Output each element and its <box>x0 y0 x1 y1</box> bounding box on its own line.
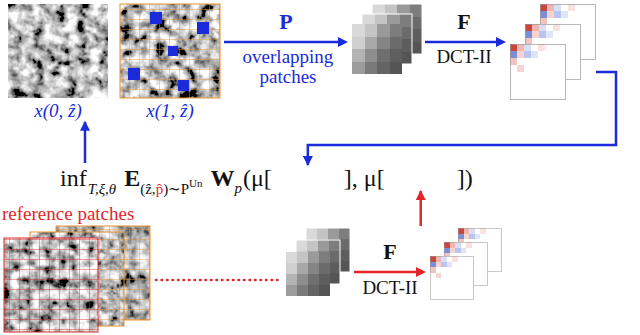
patch-grid-image <box>128 68 140 80</box>
formula-part: (μ[ <box>243 165 272 191</box>
dct-stack <box>510 44 566 100</box>
patch-stack <box>352 24 402 74</box>
reference-stack <box>4 226 150 332</box>
image-node: x(0, ẑ) <box>6 4 110 122</box>
dct-stack <box>510 4 596 100</box>
patch-grid-image <box>150 12 162 24</box>
reference-label: reference patches <box>2 203 152 225</box>
patch-grid-image <box>168 46 178 56</box>
formula-part: ]) <box>457 165 473 191</box>
arrow-f-reference <box>416 267 426 277</box>
reference-stack <box>4 238 98 332</box>
reference-stack <box>4 238 98 332</box>
arrow-label: F <box>360 240 420 263</box>
patch-grid-image <box>197 22 209 34</box>
return-arrow <box>308 72 616 165</box>
arrow-label: overlapping patches <box>226 47 350 87</box>
arrow-p <box>338 37 348 47</box>
formula-part: ], μ[ <box>344 165 385 191</box>
formula-part: T,ξ,θ <box>88 181 117 197</box>
formula-part: Un <box>189 177 202 189</box>
arrow-f <box>496 37 506 47</box>
patch-grid-image <box>120 4 220 98</box>
patch-grid-image <box>120 4 220 98</box>
arrow-f <box>425 37 506 47</box>
reference-node: reference patches <box>2 203 152 225</box>
arrow-label: F <box>434 10 494 33</box>
reference-dct-stack <box>430 256 474 300</box>
formula-part: E <box>124 165 140 191</box>
formula-part: (ẑ, <box>140 181 155 197</box>
reference-arrow <box>419 191 422 226</box>
reference-dct-stack <box>430 228 502 300</box>
image-node: x(1, ẑ) <box>118 4 222 122</box>
dotted-link <box>156 279 280 282</box>
arrow-f-reference <box>354 267 426 277</box>
patch-stack <box>352 4 422 74</box>
arrow-p <box>224 41 340 44</box>
patch-grid-image <box>178 80 189 91</box>
reference-patch-stack <box>286 252 330 296</box>
source-image <box>8 4 108 98</box>
arrow-f-reference <box>354 271 418 274</box>
image-caption: x(1, ẑ) <box>118 100 222 122</box>
arrow-f <box>425 41 498 44</box>
patch-grid-image <box>120 4 220 98</box>
formula-part: )∼P <box>163 181 189 197</box>
formula-part: inf <box>60 165 87 191</box>
formula-part: p̂ <box>156 181 164 197</box>
objective-formula: infT,ξ,θE(ẑ,p̂)∼PUnWp(μ[], μ[]) <box>60 163 473 193</box>
patch-grid-image <box>120 4 220 98</box>
feedback-arrow <box>84 122 87 163</box>
arrow-label: DCT-II <box>350 278 430 298</box>
reference-stack <box>4 238 98 332</box>
source-image <box>8 4 108 98</box>
formula-part: p <box>234 180 242 196</box>
dotted-link <box>156 280 280 281</box>
formula-part: W <box>210 165 234 191</box>
arrow-p <box>224 37 348 47</box>
arrow-label: DCT-II <box>424 47 504 67</box>
reference-patch-stack <box>286 228 350 296</box>
arrow-label: P <box>256 10 316 33</box>
image-caption: x(0, ẑ) <box>6 100 110 122</box>
